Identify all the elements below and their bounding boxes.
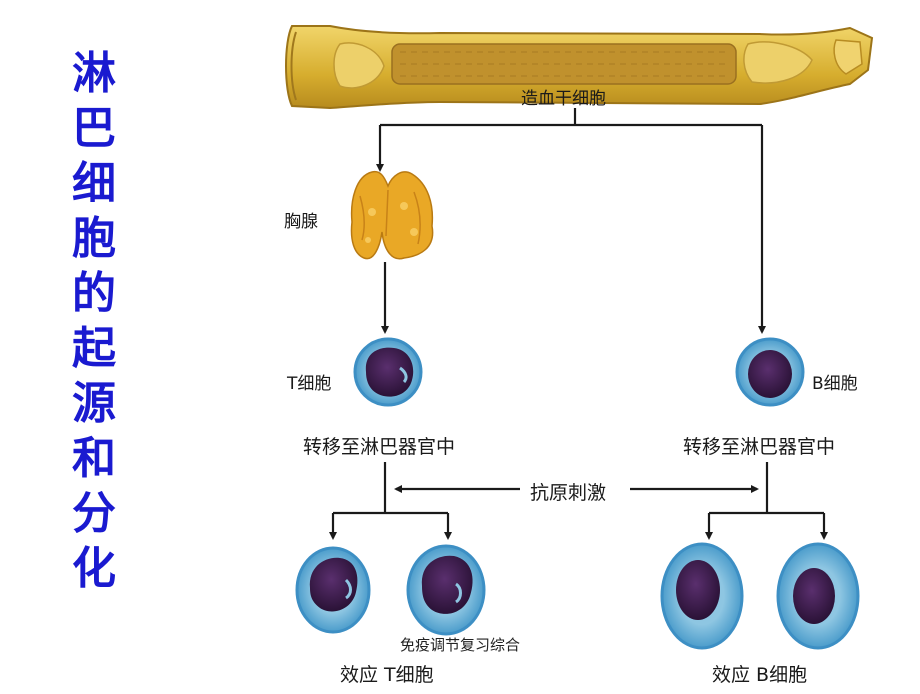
title-char: 细 (72, 158, 116, 209)
bone-image (285, 25, 874, 110)
t-migrate-label: 转移至淋巴器官中 (303, 436, 456, 458)
b-migrate-label: 转移至淋巴器官中 (683, 436, 836, 458)
title-char: 胞 (72, 213, 116, 264)
title-char: 化 (72, 543, 116, 594)
title-char: 分 (72, 488, 116, 539)
thymus-image (350, 170, 434, 260)
title-char: 淋 (72, 48, 116, 99)
effector-b-cell-2 (776, 542, 860, 650)
t-cell-label: T细胞 (287, 374, 332, 394)
title-char: 起 (72, 323, 116, 374)
title-char: 的 (72, 268, 116, 319)
arrows (329, 108, 828, 540)
thymus-label: 胸腺 (284, 212, 318, 232)
title-char: 源 (72, 378, 116, 429)
effector-t-label: 效应 T细胞 (340, 664, 434, 686)
title-char: 和 (72, 433, 116, 484)
b-cell-label: B细胞 (812, 374, 858, 394)
page-title: 淋 巴 细 胞 的 起 源 和 分 化 (66, 46, 122, 596)
hsc-label: 造血干细胞 (521, 89, 606, 109)
effector-t-cell-1 (295, 546, 371, 634)
antigen-label: 抗原刺激 (530, 482, 607, 504)
effector-b-label: 效应 B细胞 (712, 664, 808, 686)
footer-text: 免疫调节复习综合 (399, 636, 520, 654)
t-cell-image (353, 337, 423, 407)
effector-b-cell-1 (660, 542, 744, 650)
b-cell-image (735, 337, 805, 407)
effector-t-cell-2 (406, 544, 486, 636)
title-char: 巴 (72, 103, 116, 154)
